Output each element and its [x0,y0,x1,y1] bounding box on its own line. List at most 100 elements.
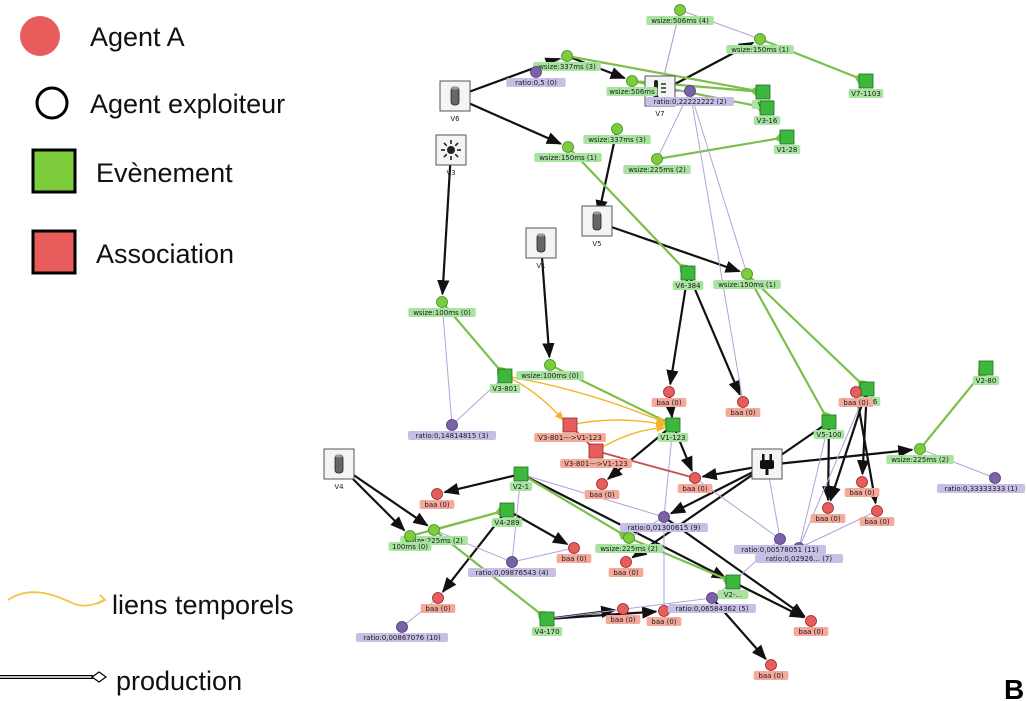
black-edge [666,272,690,386]
wsize-node[interactable] [741,268,753,280]
agent-a-node[interactable] [432,592,444,604]
green-edge [746,273,868,390]
wsize-node[interactable] [436,296,448,308]
agent-a-node[interactable] [737,396,749,408]
event-node[interactable] [539,611,555,627]
baa-tag: baa (0) [605,615,641,624]
event-node[interactable] [497,368,513,384]
baa-tag: baa (0) [420,604,456,613]
agent-a-node[interactable] [568,542,580,554]
agent-a-node[interactable] [850,386,862,398]
ratio-tag-text: ratio:0,33333333 (1) [945,485,1018,493]
event-node[interactable] [513,466,529,482]
wsize-node[interactable] [562,141,574,153]
event-tag-text: V1-28 [777,146,798,154]
device-v2[interactable] [751,448,783,480]
ratio-tag-text: ratio:0,14814815 (3) [416,432,489,440]
agent-a-node[interactable] [805,615,817,627]
device-v5[interactable]: V5 [581,205,613,248]
wsize-node[interactable] [914,443,926,455]
ratio-node[interactable] [684,85,696,97]
ratio-node[interactable] [446,419,458,431]
wsize-node[interactable] [428,524,440,536]
device-label: V1 [536,262,545,270]
plug-icon [760,454,774,475]
event-node[interactable] [499,502,515,518]
wsize-node[interactable] [611,123,623,135]
event-tag: V3-16 [753,116,781,125]
event-node[interactable] [759,100,775,116]
legend-association-label: Association [96,239,234,269]
device-label: V6 [450,115,460,123]
device-label: V5 [592,240,601,248]
agent-a-node[interactable] [822,502,834,514]
wsize-node[interactable] [626,75,638,87]
device-v3[interactable]: V3 [435,134,467,177]
wsize-tag-bg [595,544,663,553]
event-tag-bg [753,116,781,125]
ratio-node[interactable] [989,472,1001,484]
agent-a-node[interactable] [871,505,883,517]
event-node[interactable] [725,574,741,590]
event-node[interactable] [779,129,795,145]
agent-a-node[interactable] [689,472,701,484]
event-tag-text: V2-1 [513,483,529,491]
wsize-tag-bg [646,16,714,25]
event-node[interactable] [755,84,771,100]
red-edge [595,450,696,479]
wsize-node[interactable] [651,153,663,165]
green-edge [566,54,764,97]
green-edge [567,146,689,274]
event-node[interactable] [978,360,994,376]
ratio-tag: ratio:0,01300615 (9) [620,523,708,532]
ratio-node[interactable] [530,66,542,78]
wsize-tag-bg [408,308,476,317]
cylinder-icon [592,211,602,231]
baa-tag-bg [844,488,880,497]
agent-a-node[interactable] [765,659,777,671]
device-v6[interactable]: V6 [439,80,471,123]
ratio-node[interactable] [706,592,718,604]
wsize-tag-bg [516,371,584,380]
event-node[interactable] [665,417,681,433]
wsize-tag-text: wsize:100ms (0) [413,309,471,317]
device-v4[interactable]: V4 [323,448,355,491]
agent-a-node[interactable] [596,478,608,490]
event-node[interactable] [858,73,874,89]
agent-exploiteur-swatch-icon [35,86,69,120]
wsize-node[interactable] [561,50,573,62]
legend-agent-exploiteur-label: Agent exploiteur [90,89,285,119]
wsize-node[interactable] [623,532,635,544]
event-tag-bg [657,433,689,442]
event-node[interactable] [859,381,875,397]
wsize-node[interactable] [544,359,556,371]
ratio-node[interactable] [506,556,518,568]
ratio-tag-bg [506,78,566,87]
ratio-node[interactable] [658,511,670,523]
wsize-node[interactable] [674,4,686,16]
ratio-tag-text: ratio:0,06584362 (5) [676,605,749,613]
wsize-node[interactable] [754,33,766,45]
association-node[interactable] [588,443,604,459]
ratio-node[interactable] [774,533,786,545]
baa-tag: baa (0) [859,517,895,526]
event-tag-text: V5-100 [816,431,841,439]
agent-a-node[interactable] [663,386,675,398]
event-node[interactable] [821,414,837,430]
agent-a-node[interactable] [431,488,443,500]
agent-a-node[interactable] [620,556,632,568]
event-node[interactable] [680,265,696,281]
ratio-node[interactable] [396,621,408,633]
agent-a-node[interactable] [856,476,868,488]
association-node[interactable] [562,417,578,433]
event-tag: V5-100 [813,430,845,439]
legend-liens-temporels: liens temporels [7,590,294,620]
agent-a-node[interactable] [658,605,670,617]
agent-a-node[interactable] [617,603,629,615]
association-swatch-icon [31,229,77,275]
wsize-node[interactable] [404,530,416,542]
event-tag: V3-801 [489,384,521,393]
baa-tag-bg [793,627,829,636]
device-v1[interactable]: V1 [525,227,557,270]
